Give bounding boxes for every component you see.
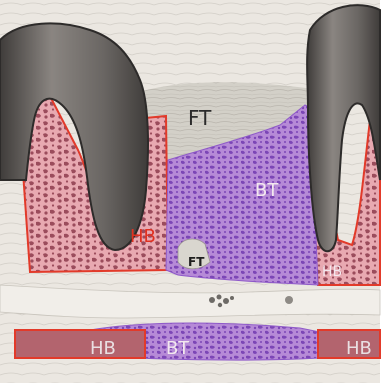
label-fibrous-tissue-top: FT: [188, 106, 212, 130]
label-host-bone-left: HB: [130, 226, 156, 247]
label-bone-transplant-lower: BT: [166, 338, 190, 359]
host-bone-bottom-left: [15, 330, 145, 358]
label-bone-transplant-upper: BT: [255, 180, 279, 201]
label-host-bone-right: HB: [322, 264, 342, 280]
label-fibrous-tissue-small: FT: [188, 255, 205, 269]
label-host-bone-bottom-right: HB: [346, 338, 372, 359]
label-host-bone-bottom-left: HB: [90, 338, 116, 359]
